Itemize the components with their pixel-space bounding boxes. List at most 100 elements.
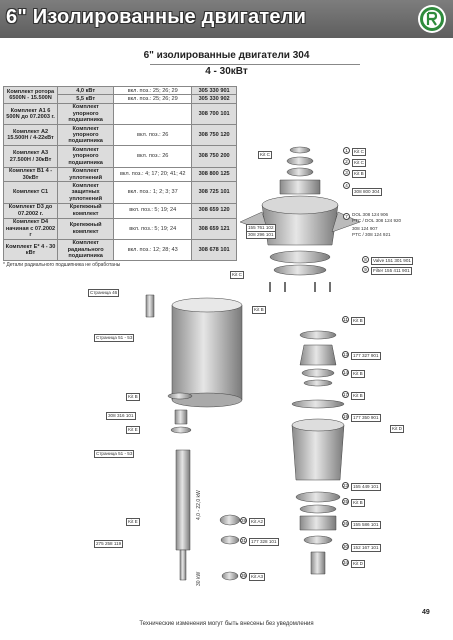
part-number-label: 152 167 101 bbox=[351, 544, 381, 552]
table-cell: Комплект защитных уплотнений bbox=[57, 181, 115, 204]
table-cell: Комплект ротора 6500N - 15.500N bbox=[2, 86, 59, 104]
position-number: 13 bbox=[342, 351, 349, 358]
position-number: 14 bbox=[342, 369, 349, 376]
filter-label: Filter 155 411 901 bbox=[371, 267, 412, 275]
part-number-label: 177 327 901 bbox=[351, 352, 381, 360]
kit-b-label: Kit B bbox=[351, 317, 365, 325]
table-row: Комплект Е* 4 - 30 кВт Комплект радиальн… bbox=[2, 238, 237, 262]
table-cell: Комплект радиального подшипника bbox=[57, 238, 115, 262]
page-ref-label: Страница 51 - 53 bbox=[94, 450, 135, 458]
kit-b-label: Kit B bbox=[352, 170, 366, 178]
header-title: 6" Изолированные двигатели bbox=[6, 6, 307, 28]
part-number-label: 155 449 101 bbox=[351, 483, 381, 491]
position-number: 1 bbox=[343, 147, 350, 154]
part-number-label: 177 350 901 bbox=[351, 414, 381, 422]
kit-e-label: Kit E bbox=[126, 518, 140, 526]
table-cell: Комплект А1 6 500N до 07.2003 г. bbox=[2, 102, 59, 126]
kit-c-label: Kit C bbox=[258, 151, 272, 159]
table-row: Комплект С1 Комплект защитных уплотнений… bbox=[2, 181, 237, 204]
table-row: Комплект D4 начиная с 07.2002 г Крепежны… bbox=[2, 217, 237, 240]
kit-d-label: Kit D bbox=[351, 560, 365, 568]
table-row: Комплект А2 15.500Н / 4-22кВт Комплект у… bbox=[2, 124, 237, 147]
part-number-label: 177 328 101 bbox=[249, 538, 279, 546]
table-cell: Комплект D3 до 07.2002 г. bbox=[2, 202, 59, 219]
position-number: 8 bbox=[362, 256, 369, 263]
table-cell: 308 659 121 bbox=[191, 217, 237, 240]
table-row: Комплект D3 до 07.2002 г. Крепежный комп… bbox=[2, 202, 237, 219]
page-subtitle: 6" изолированные двигатели 304 bbox=[143, 50, 310, 61]
brand-logo-icon bbox=[418, 5, 446, 33]
table-cell: Комплект упорного подшипника bbox=[57, 102, 115, 126]
table-row: Комплект А3 27.500Н / 30кВт Комплект упо… bbox=[2, 145, 237, 168]
part-number-label: PTC / 308 124 921 bbox=[352, 232, 391, 237]
position-number: 4 bbox=[343, 182, 350, 189]
table-cell: вкл. поз.: 25; 26; 29 bbox=[113, 94, 193, 104]
part-number-label: 155 586 101 bbox=[351, 521, 381, 529]
part-number-label: 275 258 119 bbox=[94, 540, 124, 548]
table-cell: 308 750 200 bbox=[191, 145, 237, 168]
position-number: 17 bbox=[342, 391, 349, 398]
table-footnote: * Детали радиального подшипника не обраб… bbox=[3, 262, 121, 268]
kit-c-label: Kit C bbox=[352, 148, 366, 156]
position-number: 23 bbox=[342, 482, 349, 489]
kit-c-label: Kit C bbox=[230, 271, 244, 279]
position-number: 7 bbox=[343, 213, 350, 220]
table-cell: вкл. поз.: 1; 2; 3; 37 bbox=[113, 181, 193, 204]
kit-b-label: Kit B bbox=[351, 370, 365, 378]
position-number: 2 bbox=[343, 158, 350, 165]
table-cell: 308 725 101 bbox=[191, 181, 237, 204]
position-number: 26 bbox=[342, 520, 349, 527]
table-cell: Комплект Е* 4 - 30 кВт bbox=[2, 238, 59, 262]
part-number-label: PTC / DOL 308 124 920 bbox=[352, 218, 402, 223]
kit-c-label: Kit C bbox=[352, 159, 366, 167]
kit-b-label: Kit B bbox=[351, 499, 365, 507]
position-number: 19 bbox=[342, 413, 349, 420]
position-number: 11 bbox=[342, 316, 349, 323]
part-number-label: 308 296 101 bbox=[246, 231, 276, 239]
kit-e-label: Kit E bbox=[126, 426, 140, 434]
position-number: 30 bbox=[342, 543, 349, 550]
page-ref-label: Страница 46 bbox=[88, 289, 120, 297]
part-number-label: 308 124 907 bbox=[352, 226, 378, 231]
shaft-rating-label-30kw: 30 kW bbox=[196, 571, 202, 586]
table-cell: вкл. поз.: 26 bbox=[113, 145, 193, 168]
part-number-label: 308 800 304 bbox=[352, 188, 382, 196]
position-number: 35 bbox=[240, 572, 247, 579]
table-row: 5,5 кВт вкл. поз.: 25; 26; 29 305 330 90… bbox=[4, 94, 237, 104]
table-row: Комплект В1 4 - 30кВт Комплект уплотнени… bbox=[2, 166, 237, 183]
position-number: 25 bbox=[342, 498, 349, 505]
table-cell: вкл. поз.: 12; 28; 43 bbox=[113, 238, 193, 262]
table-cell: 308 700 101 bbox=[191, 102, 237, 126]
table-cell: Комплект упорного подшипника bbox=[57, 124, 115, 147]
kit-d-label: Kit D bbox=[390, 425, 404, 433]
table-cell: Крепежный комплект bbox=[57, 217, 115, 240]
table-cell: Комплект С1 bbox=[2, 181, 59, 204]
header-bar: 6" Изолированные двигатели bbox=[0, 0, 453, 38]
subtitle-divider bbox=[150, 64, 360, 65]
page-subtitle-power: 4 - 30кВт bbox=[205, 66, 248, 77]
page-number: 49 bbox=[422, 609, 430, 616]
kit-b-label: Kit B bbox=[126, 393, 140, 401]
position-number: 9 bbox=[362, 266, 369, 273]
position-number: 31 bbox=[240, 537, 247, 544]
position-number: 34 bbox=[342, 559, 349, 566]
shaft-rating-label: 4,0 - 22,0 kW bbox=[196, 490, 202, 520]
table-cell: 5,5 кВт bbox=[57, 94, 115, 104]
table-cell: Комплект А3 27.500Н / 30кВт bbox=[2, 145, 59, 168]
table-cell: Комплект В1 4 - 30кВт bbox=[2, 166, 59, 183]
part-number-label: 308 316 101 bbox=[106, 412, 136, 420]
footer-notice: Технические изменения могут быть внесены… bbox=[139, 621, 314, 627]
motor-parts-drawing bbox=[145, 146, 361, 581]
kit-b-label: Kit B bbox=[351, 392, 365, 400]
table-cell: 305 330 902 bbox=[191, 94, 237, 104]
page-ref-label: Страница 51 - 53 bbox=[94, 334, 135, 342]
table-row: Комплект А1 6 500N до 07.2003 г. Комплек… bbox=[2, 102, 237, 126]
kit-a2-label: Kit A2 bbox=[249, 518, 266, 526]
part-number-label: DOL 308 124 906 bbox=[352, 212, 389, 217]
position-number: 28 bbox=[240, 517, 247, 524]
position-number: 3 bbox=[343, 169, 350, 176]
table-cell: Крепежный комплект bbox=[57, 202, 115, 219]
parts-kit-table: Комплект ротора 6500N - 15.500N 4,0 кВт … bbox=[2, 85, 237, 262]
table-cell: Комплект А2 15.500Н / 4-22кВт bbox=[2, 124, 59, 147]
kit-a3-label: Kit A3 bbox=[249, 573, 266, 581]
